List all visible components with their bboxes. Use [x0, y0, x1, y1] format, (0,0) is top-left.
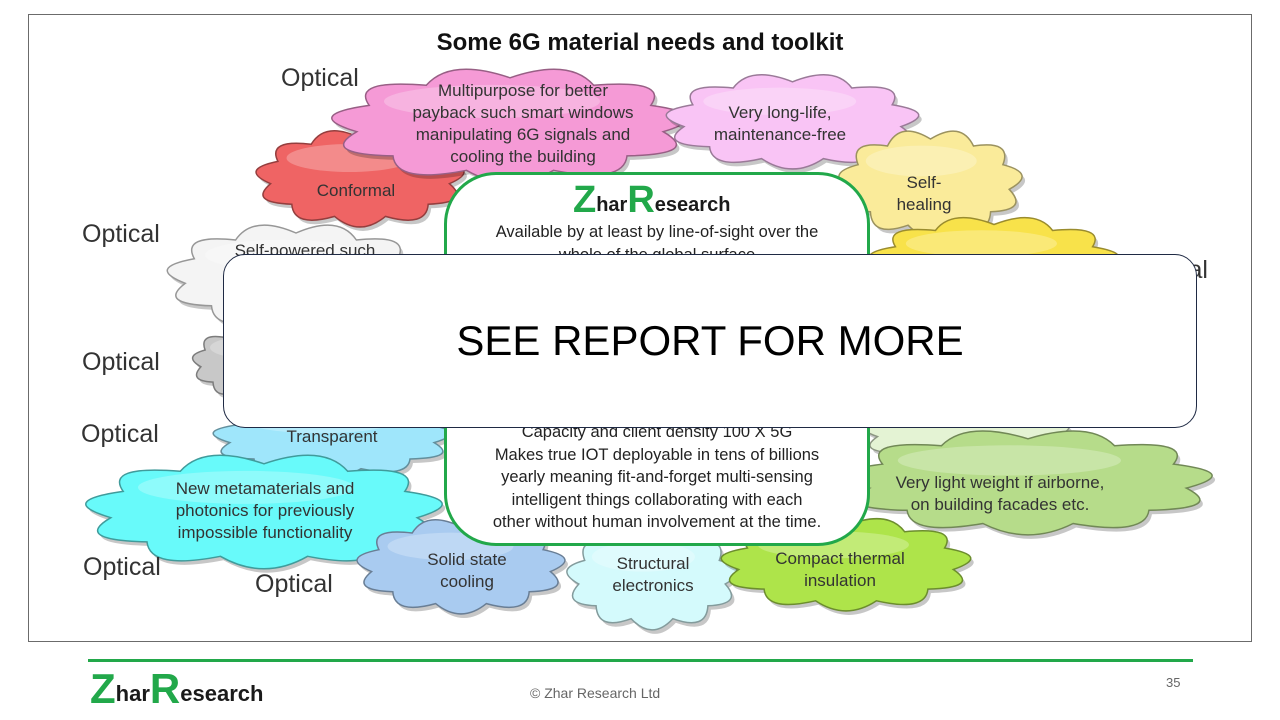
slide-frame — [28, 14, 1252, 642]
cloud-highlight — [905, 230, 1057, 257]
cloud-label-multipurpose: Multipurpose for better payback such sma… — [378, 80, 668, 168]
cloud-structural — [566, 527, 741, 634]
cloud-label-lightweight: Very light weight if airborne, on buildi… — [870, 472, 1130, 516]
cloud-label-solidstate: Solid state cooling — [402, 549, 532, 593]
cloud-label-transparent: Transparent — [262, 426, 402, 448]
cloud-label-structural: Structural electronics — [588, 553, 718, 597]
cloud-text: Compact thermal insulation — [775, 549, 905, 590]
logo-text-esearch: esearch — [180, 681, 264, 706]
cloud-lightweight — [843, 430, 1216, 539]
cloud-label-selfhealing: Self- healing — [864, 172, 984, 216]
page-number: 35 — [1166, 675, 1181, 690]
optical-label: Optical — [82, 220, 160, 248]
cloud-highlight — [138, 470, 354, 504]
logo-letter-z: Z — [573, 179, 597, 221]
footer-divider — [88, 659, 1193, 662]
cloud-shape — [843, 430, 1213, 536]
optical-label: Optical — [82, 348, 160, 376]
optical-label: Optical — [255, 570, 333, 598]
cloud-label-metamaterials: New metamaterials and photonics for prev… — [145, 478, 385, 544]
logo-text-har: har — [115, 681, 150, 706]
optical-label: Optical — [281, 64, 359, 92]
see-report-banner: SEE REPORT FOR MORE — [223, 254, 1197, 428]
cloud-text: Very long-life, maintenance-free — [713, 103, 847, 144]
cloud-shape — [665, 74, 920, 170]
zhar-research-logo: Z har R esearch — [573, 181, 730, 219]
central-bottom-text: Capacity and client density 100 X 5G Mak… — [492, 423, 822, 531]
cloud-text: Self- healing — [896, 173, 952, 214]
cloud-text: Conformal — [316, 181, 396, 200]
copyright-text: © Zhar Research Ltd — [530, 685, 661, 701]
cloud-selfhealing — [838, 130, 1026, 241]
cloud-text: Transparent — [286, 427, 378, 446]
cloud-text: Structural electronics — [612, 554, 694, 595]
cloud-shape — [85, 454, 443, 570]
logo-text-har: har — [596, 194, 628, 216]
cloud-highlight — [384, 84, 600, 118]
cloud-highlight — [865, 145, 977, 177]
cloud-text: Very light weight if airborne, on buildi… — [895, 473, 1105, 514]
cloud-text: Solid state cooling — [427, 550, 507, 591]
cloud-text: Multipurpose for better payback such sma… — [412, 81, 634, 166]
cloud-highlight — [591, 541, 696, 572]
footer-logo: Z har R esearch — [90, 668, 263, 710]
cloud-label-longlife: Very long-life, maintenance-free — [690, 102, 870, 146]
cloud-shape — [566, 527, 738, 631]
optical-label: Optical — [81, 420, 159, 448]
see-report-text: SEE REPORT FOR MORE — [456, 317, 964, 364]
cloud-highlight — [897, 445, 1121, 476]
cloud-text: New metamaterials and photonics for prev… — [175, 479, 355, 542]
cloud-label-conformal: Conformal — [286, 180, 426, 202]
optical-label: Optical — [83, 553, 161, 581]
logo-text-esearch: esearch — [654, 194, 731, 216]
logo-letter-r: R — [627, 179, 655, 221]
logo-letter-z: Z — [90, 665, 116, 712]
slide-title: Some 6G material needs and toolkit — [436, 29, 844, 56]
cloud-metamaterials — [85, 454, 446, 573]
cloud-label-thermal: Compact thermal insulation — [755, 548, 925, 592]
cloud-highlight — [703, 87, 857, 116]
logo-letter-r: R — [149, 665, 181, 712]
